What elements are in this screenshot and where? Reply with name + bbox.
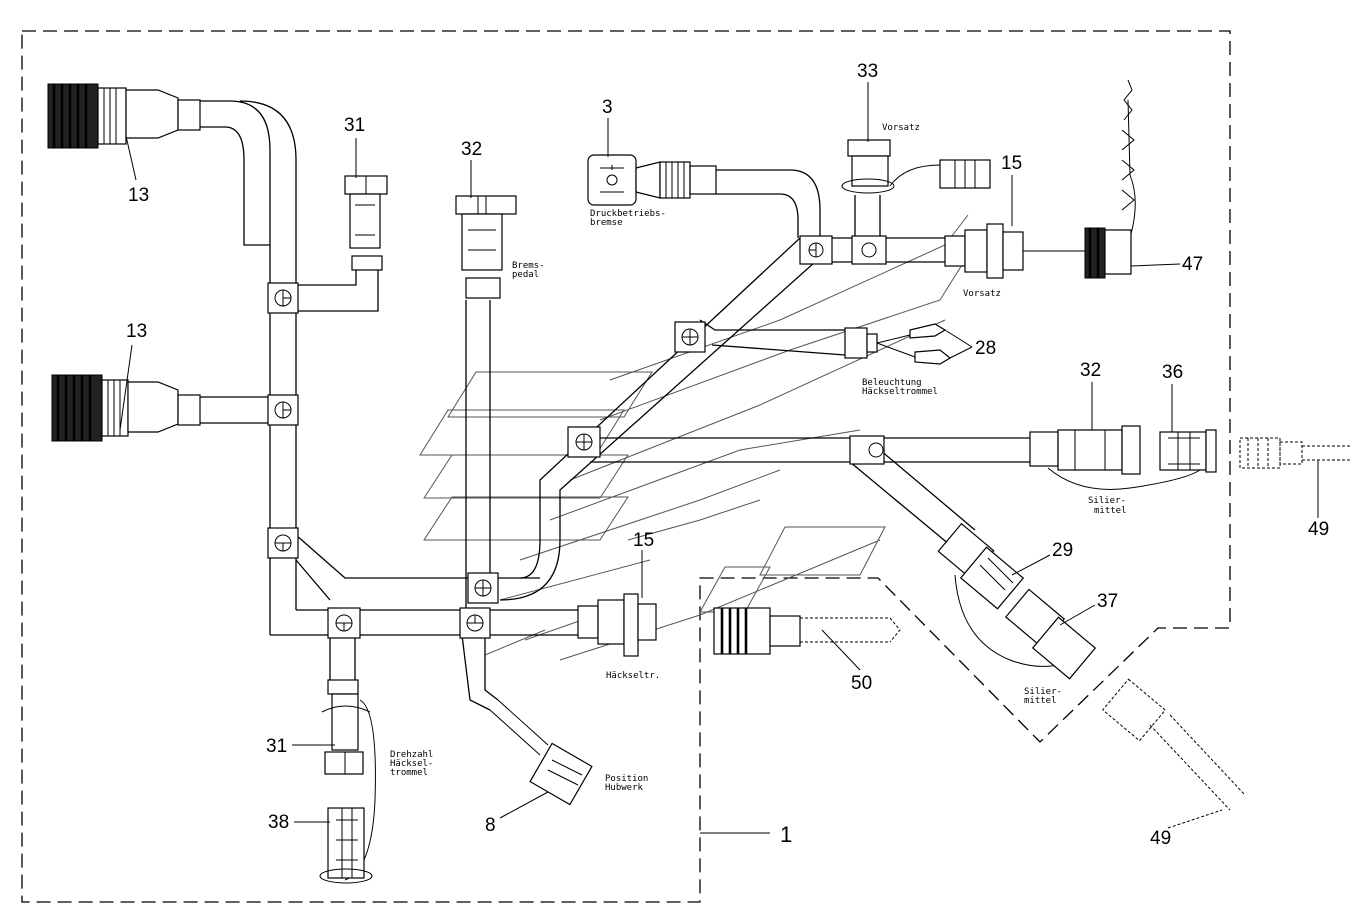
connector-38	[319, 807, 373, 884]
connector-49-right	[1239, 437, 1350, 469]
label-drehzahl-line3: trommel	[390, 768, 428, 778]
part-31-lower: 31	[266, 736, 287, 757]
connector-32-right	[1029, 425, 1201, 490]
leader-lines	[119, 82, 1319, 834]
part-37: 37	[1097, 591, 1118, 612]
label-haeckseltr: Häckseltr.	[606, 671, 660, 681]
connector-13-upper	[47, 83, 201, 149]
part-13-upper: 13	[128, 185, 149, 206]
part-33: 33	[857, 61, 878, 82]
connector-49-lower	[1102, 678, 1246, 811]
connector-31-upper	[344, 175, 388, 271]
label-vorsatz-top: Vorsatz	[882, 123, 920, 133]
function-labels: Vorsatz Druckbetriebs- bremse Brems- ped…	[390, 123, 1127, 793]
part-15-lower: 15	[633, 530, 654, 551]
label-brems-line1: Brems-	[512, 261, 545, 271]
connector-31-lower	[321, 679, 376, 881]
part-28: 28	[975, 338, 996, 359]
label-position-line2: Hubwerk	[605, 783, 644, 793]
connector-33	[841, 139, 991, 194]
part-8: 8	[485, 815, 496, 836]
part-32-upper: 32	[461, 139, 482, 160]
junctions	[267, 235, 887, 639]
part-36: 36	[1162, 362, 1183, 383]
connector-36	[1159, 429, 1217, 473]
connector-8	[489, 699, 593, 806]
part-1: 1	[780, 822, 792, 847]
part-49-right: 49	[1308, 519, 1329, 540]
part-15-upper: 15	[1001, 153, 1022, 174]
connector-3	[587, 154, 717, 206]
connector-29	[937, 522, 1086, 667]
label-drehzahl-line1: Drehzahl	[390, 750, 433, 760]
part-3: 3	[602, 97, 613, 118]
connector-13-lower	[51, 374, 201, 442]
part-50: 50	[851, 673, 872, 694]
connector-15-upper	[944, 223, 1085, 279]
part-32-right: 32	[1080, 360, 1101, 381]
part-47: 47	[1182, 254, 1203, 275]
label-silier2-line2: mittel	[1024, 696, 1057, 706]
label-druck-line2: bremse	[590, 218, 623, 228]
label-silier1-line1: Silier-	[1088, 496, 1126, 506]
part-numbers: 13 13 31 32 3 33 15 47 28 32 36 49 15 29…	[126, 61, 1329, 849]
label-drehzahl-line2: Häcksel-	[390, 759, 433, 769]
connector-32-upper	[455, 195, 517, 299]
part-49-lower: 49	[1150, 828, 1171, 849]
part-31-upper: 31	[344, 115, 365, 136]
part-29: 29	[1052, 540, 1073, 561]
assembly-boundary	[21, 30, 1231, 903]
part-38: 38	[268, 812, 289, 833]
connector-47	[1084, 79, 1136, 279]
label-druck-line1: Druckbetriebs-	[590, 209, 666, 219]
connector-28	[844, 323, 952, 365]
label-beleuchtung-line1: Beleuchtung	[862, 378, 922, 388]
connector-37	[1004, 588, 1097, 680]
connector-50	[713, 607, 901, 655]
label-silier1-line2: mittel	[1094, 506, 1127, 516]
label-silier2-line1: Silier-	[1024, 687, 1062, 697]
connector-15-lower	[577, 593, 657, 657]
label-position-line1: Position	[605, 774, 648, 784]
label-brems-line2: pedal	[512, 270, 539, 280]
part-13-lower: 13	[126, 321, 147, 342]
label-beleuchtung-line2: Häckseltrommel	[862, 387, 938, 397]
label-vorsatz-mid: Vorsatz	[963, 289, 1001, 299]
